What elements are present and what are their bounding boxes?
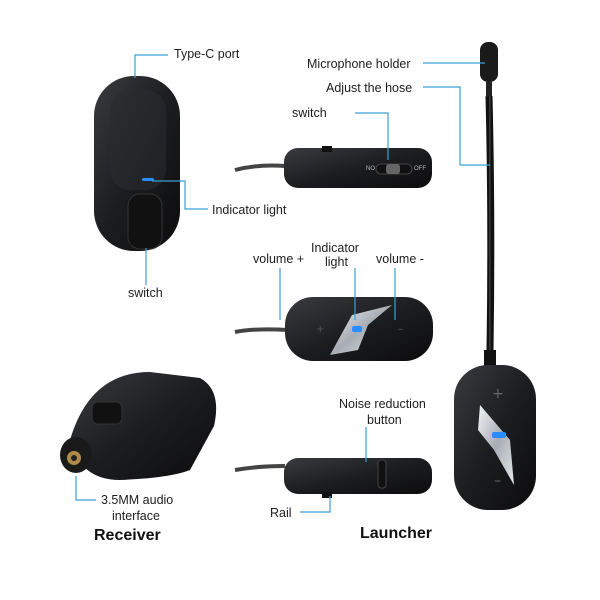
switch-no-text: NO <box>366 166 375 172</box>
launcher-title: Launcher <box>360 525 433 542</box>
launcher-switch-view <box>234 146 432 188</box>
rail-label: Rail <box>270 506 292 520</box>
volume-plus-label: volume + <box>253 252 305 266</box>
svg-text:+: + <box>316 324 324 335</box>
typec-port-label: Type-C port <box>174 47 240 61</box>
audio-interface-label-line2: interface <box>112 509 160 523</box>
svg-text:–: – <box>494 473 501 489</box>
launcher-indicator-light-label-line1: Indicator <box>311 241 359 255</box>
svg-text:+: + <box>492 386 504 402</box>
adjust-hose-label: Adjust the hose <box>326 81 413 95</box>
noise-reduction-label-line2: button <box>367 413 402 427</box>
receiver-title: Receiver <box>94 527 161 544</box>
launcher-indicator-light-label-line2: light <box>325 255 348 269</box>
receiver-indicator-light-label: Indicator light <box>212 203 287 217</box>
launcher-switch-label: switch <box>292 106 327 120</box>
receiver-indicator-led <box>142 178 154 181</box>
launcher-noise-view <box>234 458 432 498</box>
microphone-icon <box>480 42 498 82</box>
receiver-switch-label: switch <box>128 286 163 300</box>
launcher-volume-view: + – <box>234 297 433 361</box>
switch-off-text: OFF <box>414 166 426 172</box>
volume-minus-label: volume - <box>376 252 424 266</box>
svg-text:–: – <box>398 324 403 335</box>
receiver-side-view <box>60 372 217 480</box>
audio-interface-label-line1: 3.5MM audio <box>101 493 174 507</box>
launcher-with-microphone: + – <box>454 42 536 510</box>
microphone-holder-label: Microphone holder <box>307 57 411 71</box>
receiver-front-view <box>94 76 180 251</box>
callout-lines <box>75 54 490 513</box>
noise-reduction-label-line1: Noise reduction <box>339 397 426 411</box>
